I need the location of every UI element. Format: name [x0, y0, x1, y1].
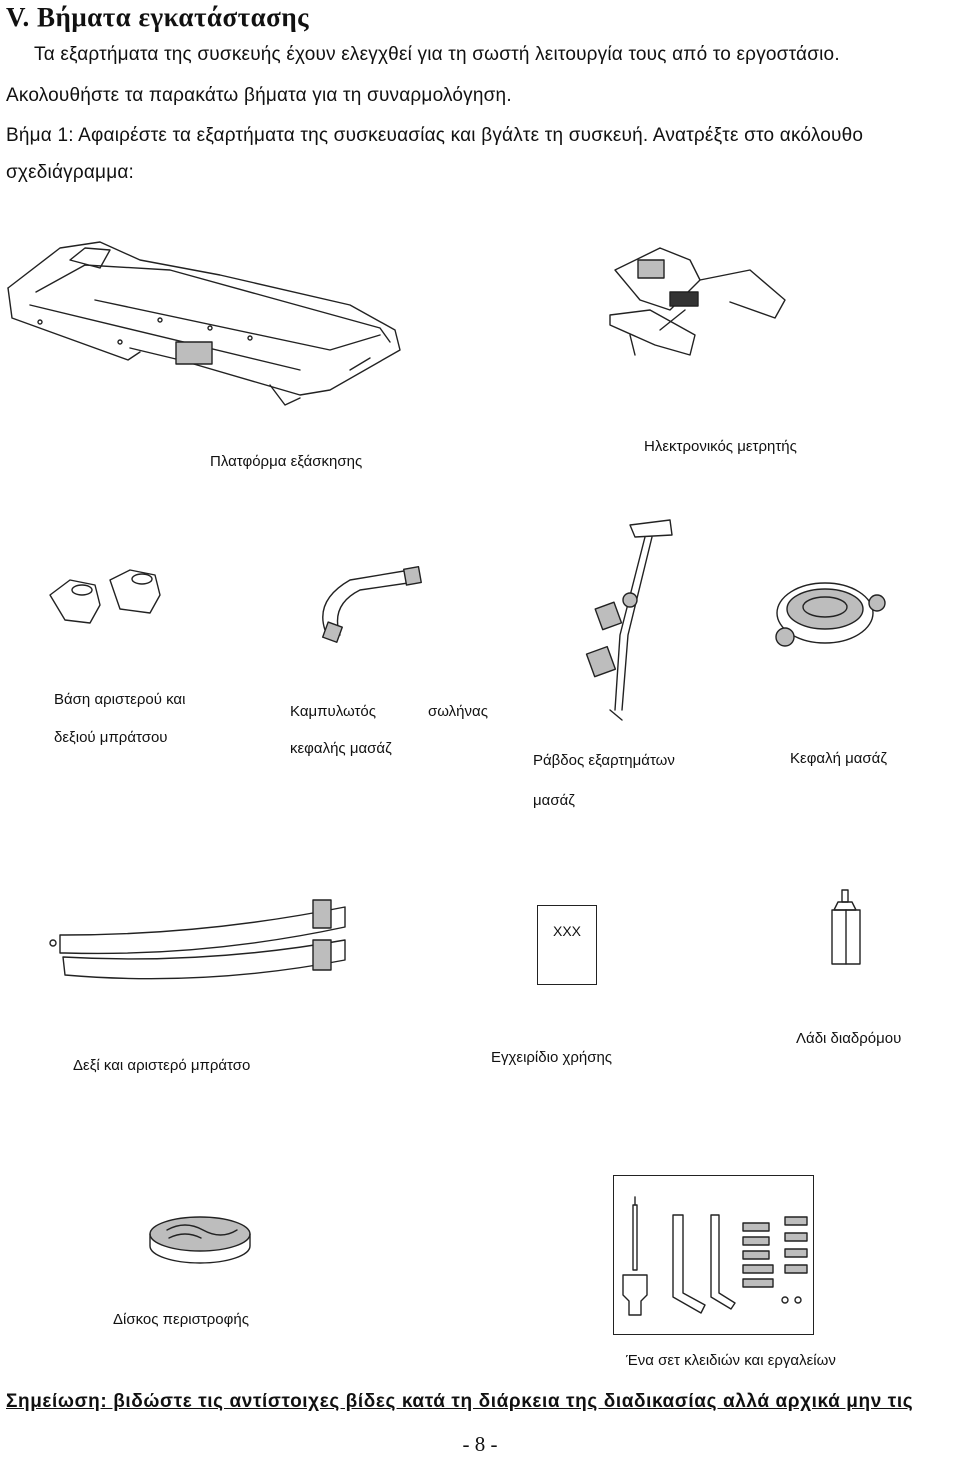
console-drawing [609, 247, 786, 356]
caption-armrest-base-1: Βάση αριστερού και [54, 691, 186, 708]
treadmill-platform-drawing [7, 241, 401, 406]
caption-arms: Δεξί και αριστερό μπράτσο [73, 1057, 251, 1074]
massage-rod-drawing [585, 519, 673, 721]
page-number: - 8 - [462, 1432, 498, 1456]
tools-set-frame [613, 1175, 814, 1335]
section-heading: V. Βήματα εγκατάστασης [6, 2, 310, 32]
caption-disc: Δίσκος περιστροφής [113, 1311, 249, 1328]
tools-set-drawing [622, 1196, 808, 1316]
caption-oil: Λάδι διαδρόμου [796, 1030, 902, 1047]
caption-curved-2: κεφαλής μασάζ [290, 740, 392, 757]
caption-curved-1: Καμπυλωτός [290, 703, 376, 720]
caption-armrest-base-2: δεξιού μπράτσου [54, 729, 168, 746]
caption-massage-head: Κεφαλή μασάζ [790, 750, 887, 767]
note-line: Σημείωση: βιδώστε τις αντίστοιχες βίδες … [6, 1391, 914, 1412]
caption-console: Ηλεκτρονικός μετρητής [644, 438, 797, 455]
step1-line-2: σχεδιάγραμμα: [6, 162, 135, 183]
caption-tools: Ένα σετ κλειδιών και εργαλείων [626, 1352, 836, 1369]
caption-rod-2: μασάζ [533, 792, 575, 809]
massage-head-drawing [775, 582, 886, 647]
curved-tube-drawing [321, 566, 422, 643]
step1-line: Βήμα 1: Αφαιρέστε τα εξαρτήματα της συσκ… [6, 125, 864, 146]
caption-manual: Εγχειρίδιο χρήσης [491, 1049, 613, 1066]
oil-bottle-drawing [831, 889, 861, 965]
armrest-bases-drawing [49, 569, 161, 624]
manual-drawing: XXX [537, 905, 597, 985]
intro-line-1: Τα εξαρτήματα της συσκευής έχουν ελεγχθε… [34, 44, 840, 65]
caption-rod-1: Ράβδος εξαρτημάτων [533, 752, 675, 769]
intro-line-2: Ακολουθήστε τα παρακάτω βήματα για τη συ… [6, 85, 512, 106]
caption-curved-tube: σωλήνας [428, 703, 488, 720]
arms-drawing [49, 899, 346, 980]
caption-platform: Πλατφόρμα εξάσκησης [210, 453, 363, 470]
rotation-disc-drawing [149, 1216, 251, 1264]
manual-cover-text: XXX [552, 923, 581, 939]
